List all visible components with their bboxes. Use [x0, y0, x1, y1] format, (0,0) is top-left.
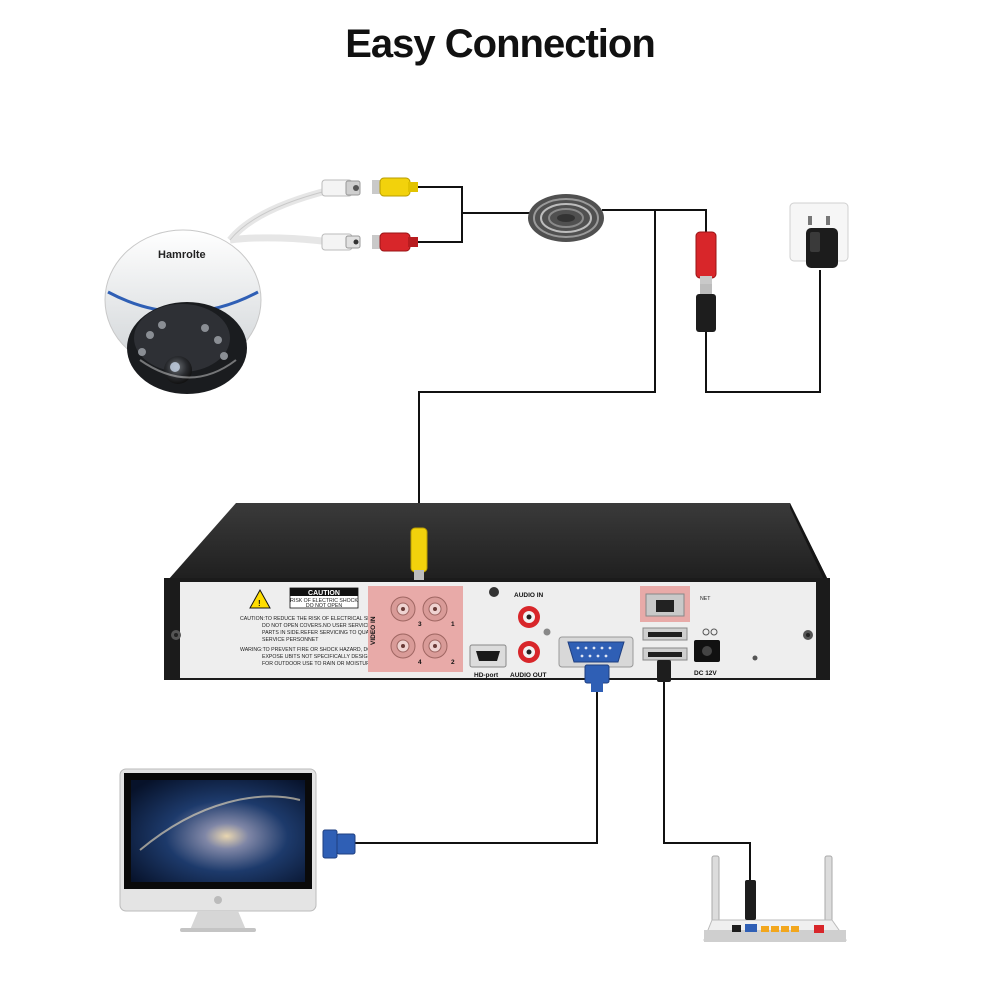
monitor-icon: [119, 768, 317, 932]
bnc-number-4: 4: [418, 659, 422, 666]
vga-cable: [355, 690, 598, 844]
bnc-port: [422, 596, 448, 622]
warning-line-2: DO NOT OPEN COVERS.NO USER SERVICEABLE: [262, 623, 385, 629]
cables: [355, 186, 821, 880]
dc-label: DC 12V: [694, 670, 717, 677]
audio-out-jack: [518, 641, 540, 663]
router-ethernet-plug: [745, 880, 756, 920]
warning-line-6: EXPOSE UBITS NOT SPECIFICALLY DESIGNED: [262, 654, 379, 660]
router-icon: [703, 855, 847, 942]
bnc-port: [390, 596, 416, 622]
bnc-port: [390, 633, 416, 659]
audio-in-jack: [518, 606, 540, 628]
video-in-panel: VIDEO IN 3 1 4: [368, 586, 463, 672]
dvr-yellow-plug: [410, 527, 428, 580]
warning-line-5: WARING:TO PREVENT FIRE OR SHOCK HAZARD, …: [240, 647, 385, 653]
audio-out-label: AUDIO OUT: [510, 672, 547, 679]
dc-power-jack: DC 12V: [694, 628, 720, 677]
red-dc-plug: [372, 232, 418, 252]
dvr-vga-plug: [584, 664, 610, 692]
usb-port: [642, 627, 688, 641]
bnc-number-2: 2: [451, 659, 455, 666]
dc-female-plug: [695, 231, 717, 284]
warning-line-7: FOR OUTDOOR USE TO RAIN OR MOISTURE: [262, 661, 374, 667]
warning-line-4: SERVICE PERSONNET: [262, 637, 319, 643]
dc-male-plug: [696, 284, 716, 332]
camera-brand: Hamrolte: [158, 249, 206, 261]
net-label: NET: [700, 596, 711, 602]
power-adapter-icon: [806, 228, 838, 268]
bnc-number-1: 1: [451, 621, 455, 628]
ethernet-cable: [663, 682, 751, 880]
warning-line-1: CAUTION:TO REDUCE THE RISK OF ELECTRICAL…: [240, 616, 384, 622]
page-title: Easy Connection: [345, 22, 656, 66]
caution-label: ! CAUTION RISK OF ELECTRIC SHOCK DO NOT …: [240, 587, 385, 667]
dome-camera: Hamrolte: [104, 179, 361, 394]
caution-sub2: DO NOT OPEN: [306, 603, 342, 609]
video-in-label: VIDEO IN: [370, 616, 377, 645]
bundle-cable-right: [602, 209, 707, 232]
video-cable-split: [418, 186, 463, 243]
audio-in-label: AUDIO IN: [514, 592, 544, 599]
hd-port-label: HD-port: [474, 672, 499, 679]
video-cable-to-dvr: [418, 210, 656, 530]
caution-sub1: RISK OF ELECTRIC SHOCK: [290, 598, 358, 604]
svg-text:!: !: [258, 599, 261, 608]
caution-title: CAUTION: [308, 590, 340, 597]
yellow-rca-plug: [372, 177, 418, 197]
cable-bundle-icon: [528, 194, 604, 242]
monitor-vga-plug: [322, 829, 356, 859]
dvr-ethernet-plug: [657, 660, 671, 682]
power-cable: [705, 270, 821, 393]
dvr-recorder-icon: ! CAUTION RISK OF ELECTRIC SHOCK DO NOT …: [164, 503, 830, 680]
vga-port: [558, 636, 634, 668]
usb-port: [642, 647, 688, 661]
bnc-number-3: 3: [418, 621, 422, 628]
warning-line-3: PARTS IN SIDE.REFER SERVICING TO QUALIFI…: [262, 630, 385, 636]
ethernet-port: NET: [640, 586, 711, 622]
hdmi-port: HD-port: [469, 644, 507, 679]
bnc-port: [422, 633, 448, 659]
